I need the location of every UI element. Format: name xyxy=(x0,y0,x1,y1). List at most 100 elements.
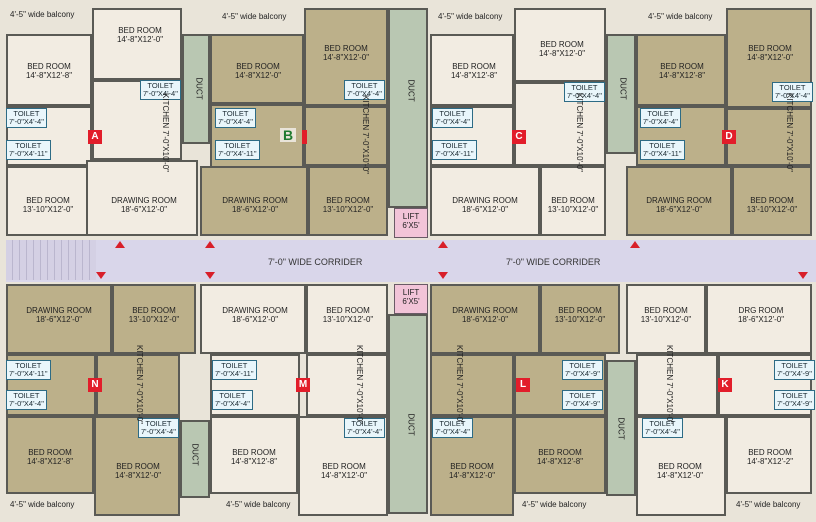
flat-l-bedroom-2 xyxy=(514,416,606,494)
flat-c-bedroom-1 xyxy=(430,34,514,106)
flat-a-drawing-room xyxy=(86,160,198,236)
flat-m-tag: M xyxy=(296,378,310,392)
duct-shaft xyxy=(606,34,636,154)
flat-a-bedroom-2 xyxy=(92,8,182,80)
flat-c-bedroom-3 xyxy=(540,166,606,236)
duct-shaft xyxy=(182,34,210,144)
flat-m-kitchen-label: KITCHEN 7'-0"X10'-0" xyxy=(355,344,365,425)
flat-c-tag: C xyxy=(512,130,526,144)
flat-b-bedroom-3 xyxy=(308,166,388,236)
flat-n-kitchen-label: KITCHEN 7'-0"X10'-0" xyxy=(135,344,145,425)
flat-d-kitchen-label: KITCHEN 7'-0"X10'-0" xyxy=(785,92,795,173)
duct-shaft xyxy=(388,8,428,208)
flat-b-kitchen-area xyxy=(304,106,388,166)
flat-l-bedroom-3 xyxy=(540,284,620,354)
flat-c-kitchen-label: KITCHEN 7'-0"X10'-0" xyxy=(575,92,585,173)
flat-k-kitchen-area xyxy=(636,354,718,416)
flat-n-bedroom-3 xyxy=(112,284,196,354)
flat-n-tag: N xyxy=(88,378,102,392)
flat-n-bedroom-1 xyxy=(6,416,94,494)
flat-k-tag: K xyxy=(718,378,732,392)
flat-b-tag: B xyxy=(280,128,296,142)
flat-n-drawing-room xyxy=(6,284,112,354)
flat-m-balcony: 4'-5" wide balcony xyxy=(226,500,291,509)
flat-m-bedroom-3 xyxy=(306,284,388,354)
flat-n-balcony: 4'-5" wide balcony xyxy=(10,500,75,509)
duct-shaft xyxy=(606,360,636,496)
flat-d-bedroom-3 xyxy=(732,166,812,236)
duct-label: DUCT xyxy=(618,77,628,100)
lift-bottom xyxy=(394,284,428,314)
flat-a-balcony: 4'-5" wide balcony xyxy=(10,10,75,19)
entry-arrow xyxy=(96,272,106,279)
flat-a-tag: A xyxy=(88,130,102,144)
flat-b-balcony: 4'-5" wide balcony xyxy=(222,12,287,21)
flat-a-bedroom-1 xyxy=(6,34,92,106)
corridor xyxy=(6,240,816,282)
duct-shaft xyxy=(180,420,210,498)
flat-d-drawing-room xyxy=(626,166,732,236)
flat-k-drawing-room xyxy=(706,284,812,354)
flat-a-bedroom-3 xyxy=(6,166,92,236)
entry-arrow xyxy=(438,241,448,248)
duct-label: DUCT xyxy=(194,77,204,100)
entry-arrow xyxy=(630,241,640,248)
flat-b-tag-marker xyxy=(302,130,307,144)
entry-arrow xyxy=(438,272,448,279)
entry-arrow xyxy=(205,241,215,248)
flat-d-tag: D xyxy=(722,130,736,144)
duct-label: DUCT xyxy=(406,413,416,436)
flat-l-balcony: 4'-5" wide balcony xyxy=(522,500,587,509)
corridor-label-right: 7'-0" WIDE CORRIDER xyxy=(506,257,601,267)
flat-c-balcony: 4'-5" wide balcony xyxy=(438,12,503,21)
flat-k-balcony: 4'-5" wide balcony xyxy=(736,500,801,509)
flat-d-kitchen-area xyxy=(726,108,812,166)
flat-d-bedroom-1 xyxy=(636,34,726,106)
flat-k-bedroom-3 xyxy=(626,284,706,354)
duct-label: DUCT xyxy=(616,417,626,440)
entry-arrow xyxy=(115,241,125,248)
